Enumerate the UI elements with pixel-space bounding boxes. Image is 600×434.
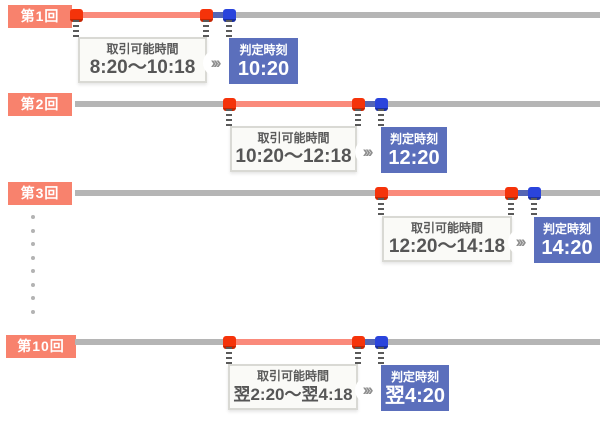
judgement-time: 14:20 (541, 236, 593, 259)
judgement-box: 判定時刻 14:20 (534, 217, 600, 263)
trading-period-line (76, 12, 206, 18)
dashed-connector (203, 20, 209, 37)
trade-window-box: 取引可能時間 10:20～12:18 (230, 126, 357, 172)
dashed-connector (508, 198, 514, 215)
trading-period-line (229, 101, 358, 107)
judgement-title: 判定時刻 (542, 221, 591, 236)
trade-window-box: 取引可能時間 翌2:20～翌4:18 (228, 364, 358, 410)
trade-window-title: 取引可能時間 (410, 221, 483, 235)
trade-window-box: 取引可能時間 8:20～10:18 (78, 37, 207, 83)
ellipsis-dot (27, 252, 38, 263)
dashed-connector (73, 20, 79, 37)
judgement-gap-line (358, 101, 381, 107)
round-label: 第1回 (8, 5, 72, 28)
judgement-box: 判定時刻 12:20 (381, 127, 447, 173)
judgement-title: 判定時刻 (239, 42, 288, 57)
trade-window-title: 取引可能時間 (256, 369, 329, 383)
timeline-line (75, 101, 229, 107)
judgement-box: 判定時刻 10:20 (229, 38, 298, 84)
dashed-connector (226, 20, 232, 38)
judgement-box: 判定時刻 翌4:20 (381, 365, 449, 411)
triple-chevron-icon: ››› (203, 50, 229, 76)
triple-chevron-icon: ››› (355, 377, 381, 403)
dashed-connector (378, 198, 384, 215)
ellipsis-dot (27, 292, 38, 303)
trade-window-title: 取引可能時間 (106, 42, 179, 56)
timeline-line (75, 190, 381, 196)
timeline-line (229, 12, 600, 18)
round-label: 第3回 (8, 182, 72, 205)
timeline-line (75, 339, 229, 345)
triple-chevron-icon: ››› (508, 229, 534, 255)
ellipsis-dot (27, 279, 38, 290)
trade-window-time: 10:20～12:18 (235, 146, 352, 167)
timeline-line (534, 190, 600, 196)
trade-window-box: 取引可能時間 12:20～14:18 (382, 216, 512, 262)
round-label: 第10回 (6, 335, 76, 358)
ellipsis-dot (27, 306, 38, 317)
dashed-connector (378, 347, 384, 365)
trade-window-time: 翌2:20～翌4:18 (233, 385, 353, 404)
trade-window-title: 取引可能時間 (257, 131, 330, 145)
timeline-line (381, 101, 600, 107)
ellipsis-dot (27, 225, 38, 236)
dashed-connector (355, 109, 361, 126)
trading-period-line (381, 190, 511, 196)
judgement-title: 判定時刻 (390, 369, 439, 384)
round-label: 第2回 (8, 93, 72, 116)
timeline-line (381, 339, 600, 345)
trade-window-time: 12:20～14:18 (388, 236, 506, 257)
dashed-connector (378, 109, 384, 127)
dashed-connector (226, 109, 232, 126)
ellipsis-dot (27, 265, 38, 276)
judgement-time: 10:20 (237, 57, 290, 80)
ellipsis-dot (27, 238, 38, 249)
triple-chevron-icon: ››› (355, 139, 381, 165)
trade-window-time: 8:20～10:18 (89, 57, 196, 78)
dashed-connector (226, 347, 232, 364)
judgement-title: 判定時刻 (389, 131, 438, 146)
dashed-connector (531, 198, 537, 216)
ellipsis-dot (27, 211, 38, 222)
judgement-time: 12:20 (388, 146, 440, 169)
trading-period-line (229, 339, 358, 345)
judgement-gap-line (358, 339, 381, 345)
judgement-time: 翌4:20 (384, 384, 446, 407)
judgement-gap-line (511, 190, 534, 196)
dashed-connector (355, 347, 361, 364)
judgement-gap-line (206, 12, 229, 18)
